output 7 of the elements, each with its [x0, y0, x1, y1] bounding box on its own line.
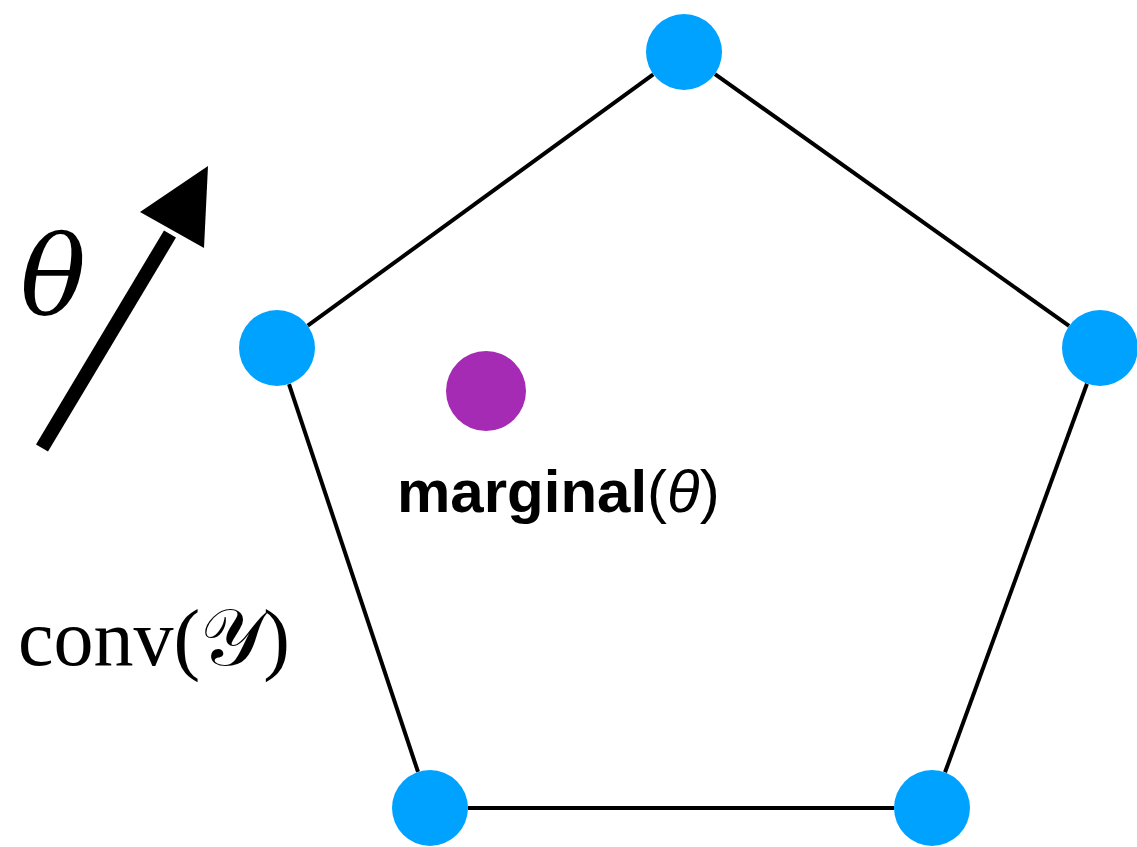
- polygon-edge: [306, 72, 655, 328]
- polygon-edge: [287, 383, 420, 773]
- theta-label: θ: [20, 222, 87, 332]
- polygon-edge: [943, 383, 1089, 773]
- point-label: marginal(θ): [397, 462, 720, 522]
- polygon-edge: [468, 806, 894, 810]
- polygon-edge: [713, 72, 1071, 328]
